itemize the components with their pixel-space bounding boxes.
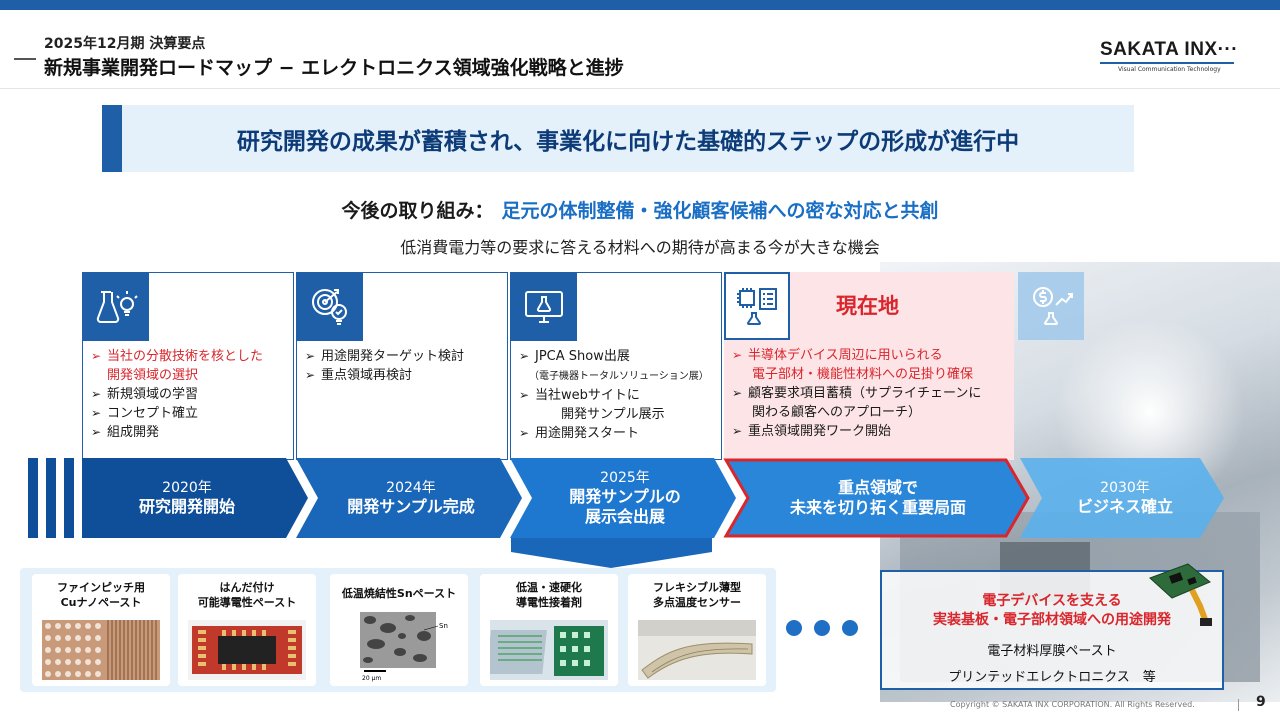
target-bulb-icon (297, 273, 363, 341)
banner-text: 研究開発の成果が蓄積され、事業化に向けた基礎的ステップの形成が進行中 (236, 128, 1020, 155)
headline-banner: 研究開発の成果が蓄積され、事業化に向けた基礎的ステップの形成が進行中 (102, 105, 1134, 172)
arrow-current (723, 458, 1030, 538)
product-title: フレキシブル薄型多点温度センサー (653, 581, 741, 609)
timeline-step-2025: 2025年 開発サンプルの 展示会出展 (530, 458, 720, 538)
timeline-arrows (82, 458, 1224, 538)
product-temperature-sensor: フレキシブル薄型多点温度センサー (628, 574, 766, 686)
lab-flask-icon (83, 273, 149, 341)
product-title: 低温・速硬化導電性接着剤 (516, 581, 582, 609)
sem-label: Sn (439, 622, 448, 630)
list-item: 重点領域再検討 (305, 366, 464, 385)
timeline-step-2024: 2024年 開発サンプル完成 (316, 458, 506, 538)
list-item: 用途開発ターゲット検討 (305, 347, 464, 366)
step-name: 研究開発開始 (138, 497, 235, 516)
logo-underline (1100, 62, 1234, 64)
policy-value: 足元の体制整備・強化顧客候補への密な対応と共創 (501, 200, 939, 222)
product-sn-paste: 低温焼結性Snペースト Sn 20 μm (330, 574, 468, 686)
dot (786, 620, 802, 636)
step-year: 2025年 (600, 470, 650, 486)
roadmap-card-2025: JPCA Show出展（電子機器トータルソリューション展） 当社webサイトに開… (510, 272, 722, 460)
sem-scale: 20 μm (362, 675, 381, 682)
funnel-connector (511, 538, 712, 568)
arrow-2030 (1020, 458, 1224, 538)
logo-text: SAKATA INX··· (1100, 39, 1239, 60)
roadmap-card-2030 (1018, 272, 1198, 460)
top-accent-bar (0, 0, 1280, 10)
header-dash (14, 58, 36, 60)
logo-tagline: Visual Communication Technology (1118, 66, 1221, 73)
current-position-label: 現在地 (836, 294, 899, 318)
policy-line: 今後の取り組み： 足元の体制整備・強化顧客候補への密な対応と共創 (0, 196, 1280, 223)
footer-divider (1238, 699, 1239, 711)
application-title: 電子デバイスを支える実装基板・電子部材領域への用途開発 (933, 593, 1171, 628)
step-year: 2030年 (1100, 480, 1150, 496)
list-item: 組成開発 (91, 423, 263, 442)
continuation-dots (786, 620, 866, 640)
product-solderable-paste: はんだ付け可能導電性ペースト (178, 574, 316, 686)
application-item: 電子材料厚膜ペースト (987, 644, 1117, 659)
electronic-module-image (1149, 563, 1212, 626)
step-year: 2024年 (386, 480, 436, 496)
step-name-line2: 未来を切り拓く重要局面 (789, 498, 966, 517)
application-item: プリンテッドエレクトロニクス 等 (948, 670, 1156, 685)
arrow-2020 (82, 458, 308, 538)
monitor-flask-icon (511, 273, 577, 341)
product-title: 低温焼結性Snペースト (341, 587, 457, 600)
step-name-line2: 展示会出展 (584, 507, 665, 526)
company-logo: SAKATA INX··· Visual Communication Techn… (1100, 39, 1240, 73)
step-name: 重点領域で (837, 478, 918, 497)
application-box: 電子デバイスを支える実装基板・電子部材領域への用途開発 電子材料厚膜ペースト プ… (880, 570, 1224, 690)
arrow-2024 (296, 458, 522, 538)
policy-label: 今後の取り組み： (341, 200, 494, 222)
product-title: はんだ付け可能導電性ペースト (197, 581, 297, 609)
flex-sensor-image (638, 620, 756, 680)
money-growth-icon (1018, 272, 1084, 340)
policy-subtext: 低消費電力等の要求に答える材料への期待が高まる今が大きな機会 (400, 238, 880, 257)
arrow-2025 (510, 458, 736, 538)
step-name: 開発サンプルの (569, 487, 681, 506)
list-item: 重点領域開発ワーク開始 (732, 422, 981, 441)
dot (842, 620, 858, 636)
banner-accent (102, 105, 122, 172)
ic-chip-image (188, 620, 306, 680)
page-header: 2025年12月期 決算要点 新規事業開発ロードマップ − エレクトロニクス領域… (0, 10, 1280, 88)
timeline-stripe (64, 458, 74, 538)
step-name: ビジネス確立 (1076, 497, 1173, 516)
roadmap-card-2024: 用途開発ターゲット検討 重点領域再検討 (296, 272, 508, 460)
timeline-step-current: 重点領域で 未来を切り拓く重要局面 (748, 458, 1008, 538)
header-divider (0, 88, 1280, 89)
adhesive-sample-image (490, 620, 608, 680)
page-number: 9 (1256, 694, 1266, 710)
list-item: 用途開発スタート (519, 424, 709, 443)
chip-checklist-icon (724, 272, 790, 340)
timeline-step-2020: 2020年 研究開発開始 (92, 458, 282, 538)
product-conductive-adhesive: 低温・速硬化導電性接着剤 (480, 574, 618, 686)
timeline-stripe (28, 458, 38, 538)
list-item: コンセプト確立 (91, 404, 263, 423)
timeline-stripe (46, 458, 56, 538)
cu-pattern-image (42, 620, 160, 680)
copyright-text: Copyright © SAKATA INX CORPORATION. All … (950, 700, 1195, 709)
timeline-step-2030: 2030年 ビジネス確立 (1040, 458, 1210, 538)
step-year: 2020年 (162, 480, 212, 496)
sem-micrograph-image: Sn 20 μm (340, 606, 458, 682)
step-name: 開発サンプル完成 (347, 497, 475, 516)
page-title: 新規事業開発ロードマップ − エレクトロニクス領域強化戦略と進捗 (44, 57, 624, 79)
header-subtitle: 2025年12月期 決算要点 (44, 36, 206, 52)
list-item: JPCA Show出展（電子機器トータルソリューション展） (519, 347, 709, 386)
dot (814, 620, 830, 636)
list-item: 新規領域の学習 (91, 385, 263, 404)
